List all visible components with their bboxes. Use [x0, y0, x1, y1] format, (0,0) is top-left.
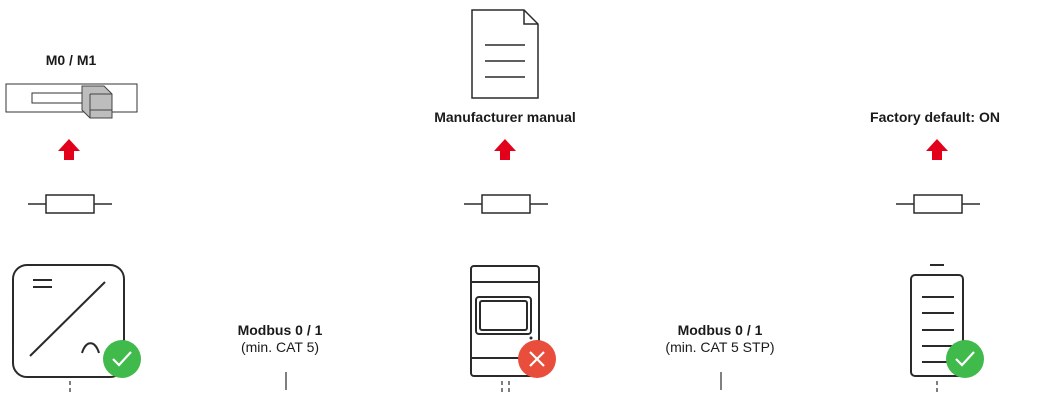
resistor-icon-meter [464, 194, 548, 214]
arrow-up-icon-switch [58, 139, 80, 160]
document-icon [471, 9, 539, 99]
link-1-protocol: Modbus 0 / 1 [237, 322, 323, 338]
link-2-protocol: Modbus 0 / 1 [677, 322, 763, 338]
dip-switch-icon [5, 83, 138, 119]
meter-status-error-icon [518, 340, 556, 378]
battery-caption: Factory default: ON [870, 109, 1000, 125]
arrow-up-icon-meter [494, 139, 516, 160]
arrow-up-icon-battery [926, 139, 948, 160]
resistor-icon-switch [28, 194, 112, 214]
battery-status-ok-icon [946, 340, 984, 378]
link-2-cable: (min. CAT 5 STP) [665, 339, 775, 355]
switch-title: M0 / M1 [45, 52, 97, 68]
resistor-icon-battery [896, 194, 980, 214]
inverter-icon [12, 264, 125, 378]
meter-connector [501, 381, 510, 395]
meter-caption: Manufacturer manual [434, 109, 576, 125]
link-1-cable: (min. CAT 5) [240, 339, 320, 355]
inverter-status-ok-icon [103, 340, 141, 378]
